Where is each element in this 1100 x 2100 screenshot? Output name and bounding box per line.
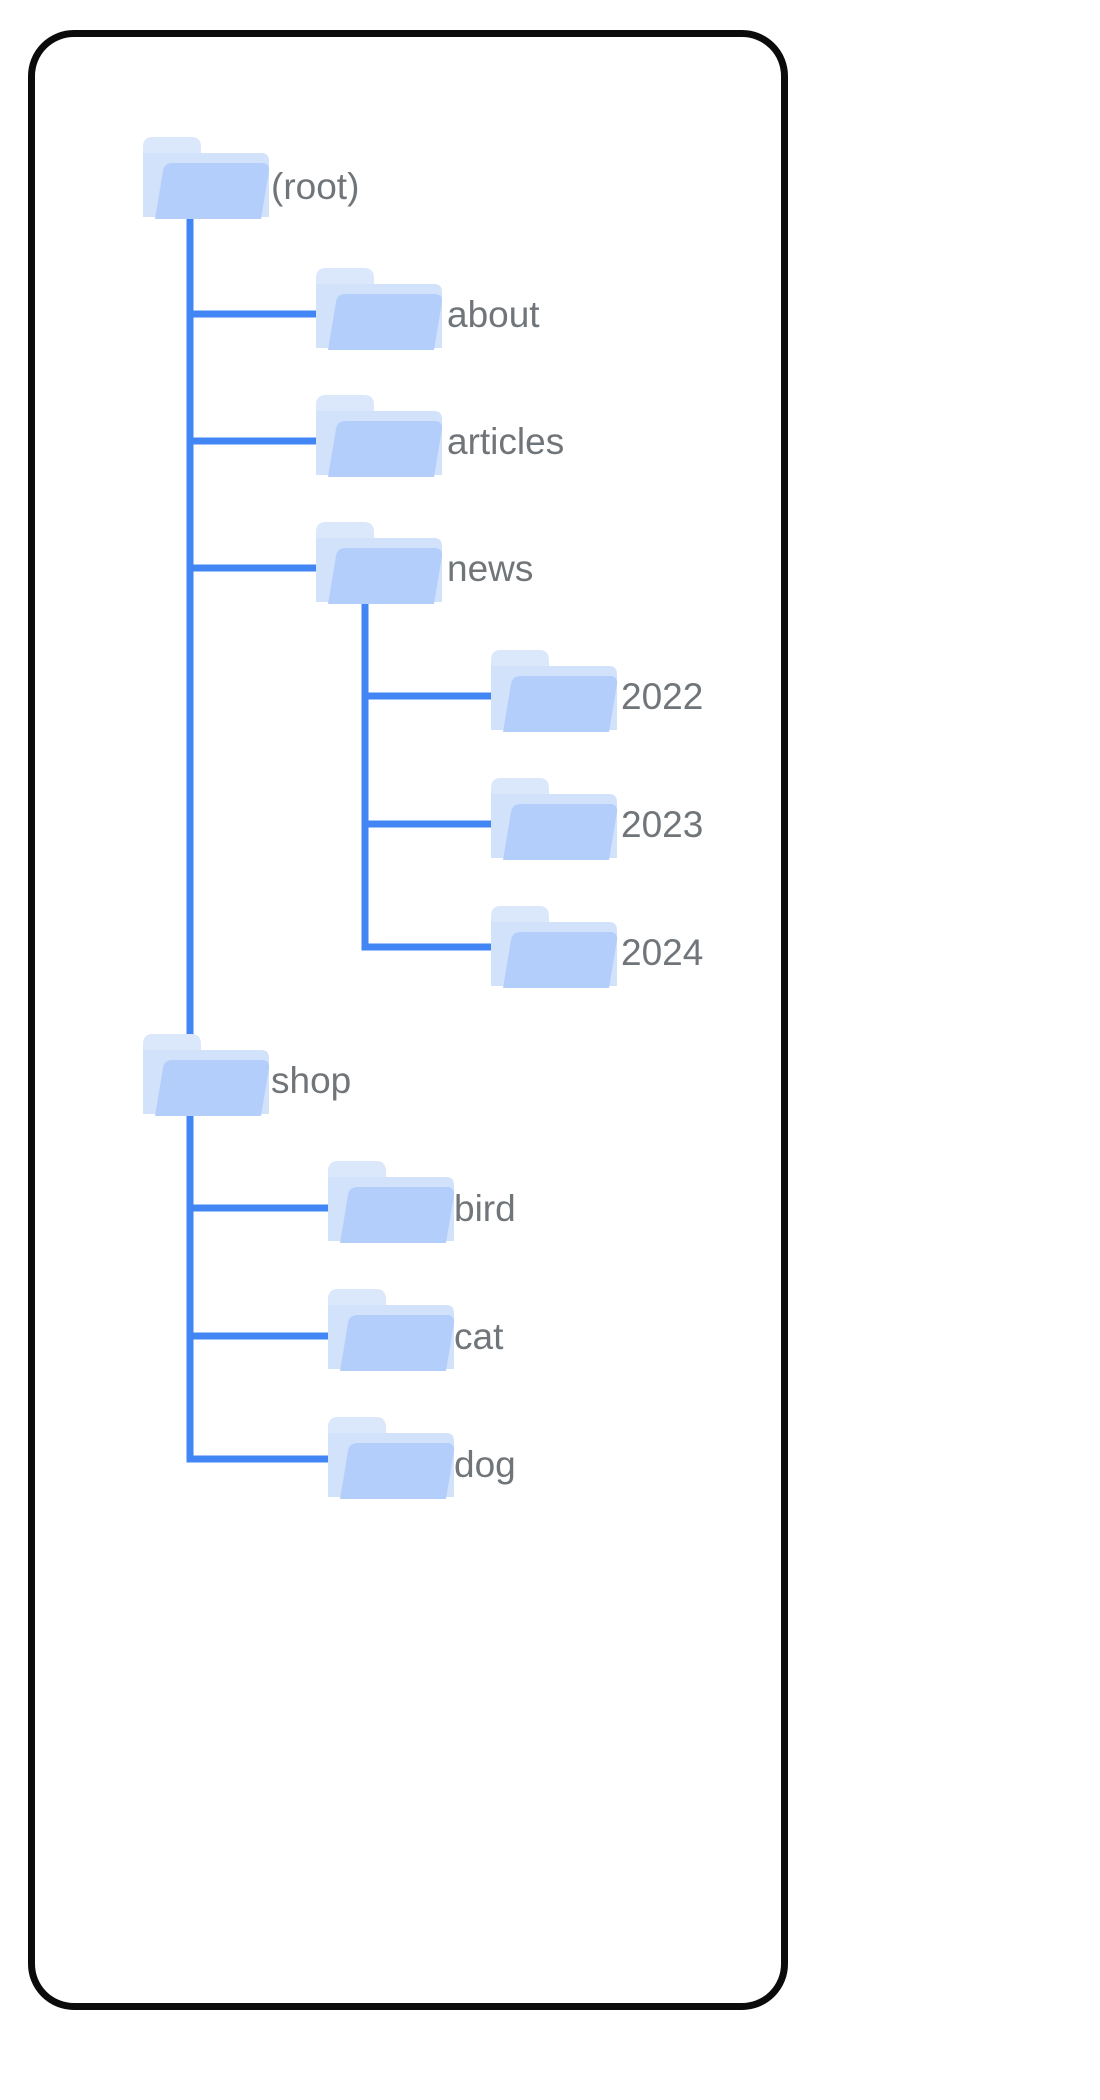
tree-node-label-shop: shop [271,1060,352,1101]
diagram-card: (root) about articles news 2022 2023 2024 shop b… [28,30,788,2010]
folder-icon[interactable] [483,904,623,992]
folder-front-flap [328,294,443,350]
folder-front-flap [503,804,618,860]
trunk-shop [186,1109,194,1459]
folder-front-flap [328,548,443,604]
tree-node-label-news-2024: 2024 [621,932,704,973]
folder-front-flap [155,1060,270,1116]
branch-news-to-news-2024 [361,943,493,951]
folder-front-flap [155,163,270,219]
branch-root-to-about [186,310,318,318]
tree-node-label-shop-dog: dog [454,1444,516,1485]
tree-node-label-news: news [447,548,534,589]
trunk-root [186,215,194,1047]
folder-icon[interactable] [308,393,448,481]
branch-shop-to-shop-dog [186,1455,330,1463]
tree-node-label-shop-bird: bird [454,1188,516,1229]
folder-icon[interactable] [135,135,275,223]
folder-front-flap [340,1187,455,1243]
folder-icon[interactable] [483,776,623,864]
tree-node-label-shop-cat: cat [454,1316,504,1357]
tree-node-label-news-2022: 2022 [621,676,704,717]
tree-node-label-about: about [447,294,540,335]
branch-news-to-news-2022 [361,692,493,700]
folder-front-flap [503,932,618,988]
folder-icon[interactable] [320,1287,460,1375]
branch-news-to-news-2023 [361,820,493,828]
folder-front-flap [328,421,443,477]
branch-root-to-articles [186,437,318,445]
tree-node-label-root: (root) [271,166,360,207]
folder-icon[interactable] [483,648,623,736]
folder-icon[interactable] [320,1415,460,1503]
folder-front-flap [340,1315,455,1371]
folder-icon[interactable] [308,266,448,354]
tree-node-label-articles: articles [447,421,565,462]
branch-shop-to-shop-cat [186,1332,330,1340]
folder-front-flap [503,676,618,732]
branch-shop-to-shop-bird [186,1204,330,1212]
folder-icon[interactable] [320,1159,460,1247]
folder-front-flap [340,1443,455,1499]
folder-icon[interactable] [308,520,448,608]
trunk-news [361,597,369,947]
tree-node-label-news-2023: 2023 [621,804,704,845]
branch-root-to-news [186,564,318,572]
folder-icon[interactable] [135,1032,275,1120]
